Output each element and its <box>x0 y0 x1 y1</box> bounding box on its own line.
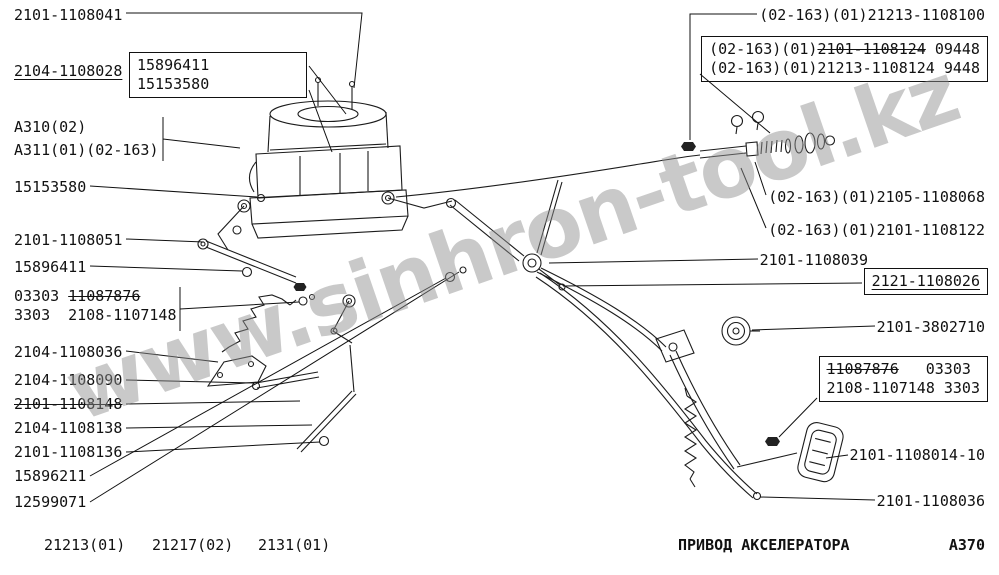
part-label-2104-1108138: 2104-1108138 <box>14 419 123 437</box>
part-label-2108-1107148-2: 2108-1107148 <box>826 379 935 397</box>
fastener-group-left: 03303 11087876 3303 2108-1107148 <box>14 287 177 325</box>
part-label-2101-1108014-10: 2101-1108014-10 <box>849 446 985 464</box>
sheet-title: ПРИВОД АКСЕЛЕРАТОРА <box>678 536 850 554</box>
part-label-3303: 3303 <box>14 306 51 324</box>
part-prefix: (02-163)(01) <box>709 40 818 58</box>
cable-drawing <box>395 110 836 198</box>
part-label-2101-1108148: 2101-1108148 <box>14 395 123 413</box>
linkage-drawing <box>444 179 762 501</box>
part-label-a310: А310(02) <box>14 118 87 136</box>
carburetor-drawing <box>197 76 453 453</box>
seal-line-2: (02-163)(01)21213-1108124 9448 <box>709 59 980 78</box>
fastener-box-right: 11087876 03303 2108-1107148 3303 <box>818 356 988 402</box>
seal-line-1: (02-163)(01)2101-1108124 09448 <box>709 40 980 59</box>
fastener-line-2: 3303 2108-1107148 <box>14 306 177 325</box>
part-label-2104-1108028: 2104-1108028 <box>14 62 123 80</box>
model-code-21213: 21213(01) <box>44 536 126 554</box>
fastener-line-2: 2108-1107148 3303 <box>827 379 981 398</box>
part-label-2101-1108036: 2101-1108036 <box>876 492 985 510</box>
hardware-box-left: 15896411 15153580 <box>129 52 307 98</box>
pedal-drawing <box>655 329 844 488</box>
sheet-code: А370 <box>948 536 985 554</box>
fastener-line-1: 03303 11087876 <box>14 287 177 306</box>
linkage-box-right: 2121-1108026 <box>863 268 988 295</box>
part-label-2105-1108068: (02-163)(01)2105-1108068 <box>768 188 985 206</box>
model-code-21217: 21217(02) <box>152 536 234 554</box>
part-label-21213-1108124: (02-163)(01)21213-1108124 9448 <box>709 59 980 77</box>
part-label-2104-1108090: 2104-1108090 <box>14 371 123 389</box>
part-qty-09448: 09448 <box>934 40 980 58</box>
part-label-11087876: 11087876 <box>68 287 141 305</box>
part-label-a311: А311(01)(02-163) <box>14 141 159 159</box>
part-label-2101-1108136: 2101-1108136 <box>14 443 123 461</box>
part-label-15153580-2: 15153580 <box>14 178 87 196</box>
part-label-2104-1108036: 2104-1108036 <box>14 343 123 361</box>
part-label-03303-2: 03303 <box>925 360 971 378</box>
part-label-2101-1108122: (02-163)(01)2101-1108122 <box>768 221 985 239</box>
fastener-nuts <box>293 142 780 446</box>
part-label-2101-1108124: 2101-1108124 <box>817 40 926 58</box>
part-label-2101-1108041: 2101-1108041 <box>14 6 123 24</box>
model-code-2131: 2131(01) <box>258 536 331 554</box>
part-label-12599071: 12599071 <box>14 493 87 511</box>
part-label-2121-1108026: 2121-1108026 <box>871 272 980 290</box>
part-label-3303-2: 3303 <box>943 379 980 397</box>
seal-box-right: (02-163)(01)2101-1108124 09448 (02-163)(0… <box>701 36 988 82</box>
leader-lines <box>89 12 876 503</box>
part-label-11087876-2: 11087876 <box>826 360 899 378</box>
part-label-2108-1107148: 2108-1107148 <box>68 306 177 324</box>
part-label-2101-1108051: 2101-1108051 <box>14 231 123 249</box>
part-label-15896411: 15896411 <box>137 56 210 74</box>
part-label-03303: 03303 <box>14 287 60 305</box>
part-label-15896411-2: 15896411 <box>14 258 87 276</box>
part-label-15896211: 15896211 <box>14 467 87 485</box>
part-label-15153580: 15153580 <box>137 75 210 93</box>
part-label-2101-3802710: 2101-3802710 <box>876 318 985 336</box>
part-label-21213-1108100: (02-163)(01)21213-1108100 <box>759 6 985 24</box>
fastener-line-1: 11087876 03303 <box>827 360 981 379</box>
part-label-2101-1108039: 2101-1108039 <box>759 251 868 269</box>
